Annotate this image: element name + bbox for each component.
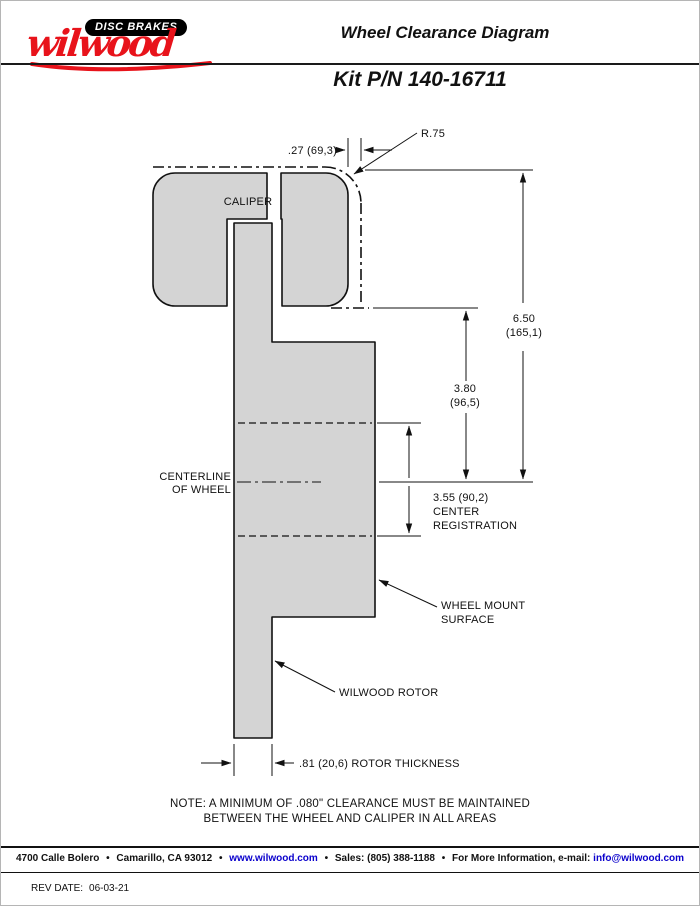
- rev-date-label: REV DATE:: [31, 883, 84, 894]
- note-line-2: BETWEEN THE WHEEL AND CALIPER IN ALL ARE…: [203, 813, 497, 825]
- logo-tagline: DISC BRAKES: [85, 19, 188, 36]
- footer-more-info: For More Information, e-mail:: [452, 853, 591, 864]
- email-link[interactable]: info@wilwood.com: [593, 853, 685, 864]
- rev-date-value: 06-03-21: [89, 883, 130, 894]
- logo-underline-swoosh: [30, 61, 212, 72]
- rotor-label: WILWOOD ROTOR: [339, 687, 438, 699]
- website-link[interactable]: www.wilwood.com: [229, 853, 318, 864]
- footer-separator: •: [106, 853, 110, 864]
- footer-separator: •: [324, 853, 329, 864]
- rev-date: REV DATE: 06-03-21: [31, 883, 135, 894]
- wilwood-logo: DISC BRAKES wilwood: [25, 13, 225, 72]
- registration-dimension: 3.55 (90,2): [433, 492, 488, 504]
- registration-label-l2: CENTER: [433, 506, 479, 518]
- registration-label-l3: REGISTRATION: [433, 520, 517, 532]
- page-title: Wheel Clearance Diagram: [340, 23, 550, 42]
- footer-city: Camarillo, CA 93012: [116, 853, 213, 864]
- caliper-label: CALIPER: [224, 196, 272, 208]
- extension-lines: [233, 138, 533, 776]
- footer-sales: Sales: (805) 388-1188: [334, 853, 435, 864]
- footer-contact: 4700 Calle Bolero • Camarillo, CA 93012 …: [1, 853, 699, 864]
- gap-dimension-label: .27 (69,3): [288, 145, 337, 157]
- wheel-mount-label-l2: SURFACE: [441, 614, 494, 626]
- header-divider: [1, 63, 699, 65]
- register-hidden-lines: [238, 422, 372, 537]
- footer-separator: •: [218, 853, 223, 864]
- rotor-thickness-label: .81 (20,6) ROTOR THICKNESS: [299, 758, 460, 770]
- footer-divider-top: [1, 846, 699, 848]
- mid-dimension-mm: (96,5): [450, 397, 480, 409]
- rotor-hat-shape: [233, 222, 376, 739]
- footer-divider-bottom: [1, 872, 699, 873]
- dimension-lines: [201, 132, 527, 767]
- height-dimension-mm: (165,1): [506, 327, 542, 339]
- footer-address: 4700 Calle Bolero: [15, 853, 100, 864]
- clearance-note: NOTE: A MINIMUM OF .080" CLEARANCE MUST …: [1, 797, 699, 827]
- footer-separator: •: [441, 853, 446, 864]
- note-line-1: NOTE: A MINIMUM OF .080" CLEARANCE MUST …: [170, 798, 530, 810]
- wheel-mount-label-l1: WHEEL MOUNT: [441, 600, 525, 612]
- caliper-shape: [152, 172, 349, 307]
- height-dimension-in: 6.50: [513, 313, 535, 325]
- centerline-label-l2: OF WHEEL: [172, 484, 231, 496]
- radius-dimension-label: R.75: [421, 128, 445, 140]
- centerline-label-l1: CENTERLINE: [159, 471, 231, 483]
- wheel-profile-dashed-line: [153, 166, 369, 309]
- kit-number: Kit P/N 140-16711: [333, 68, 507, 91]
- mid-dimension-in: 3.80: [454, 383, 476, 395]
